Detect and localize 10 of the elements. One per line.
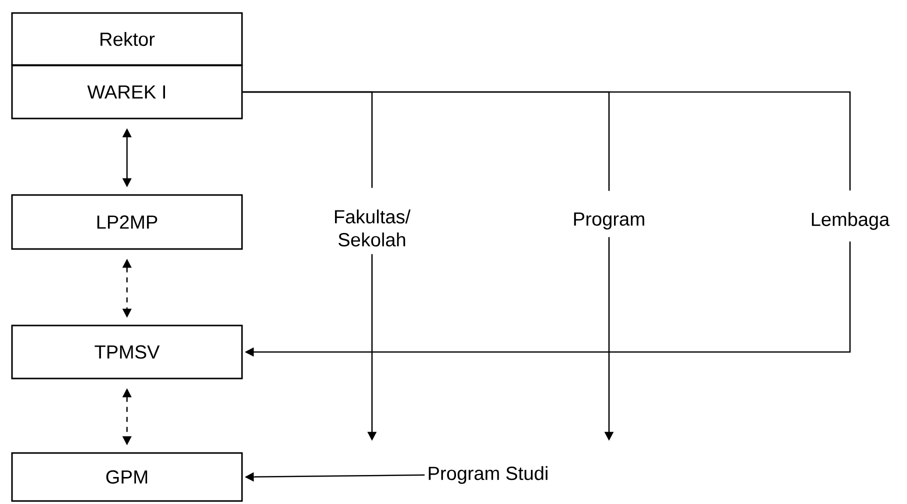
unit-label: Program xyxy=(574,212,644,230)
unit-label: Fakultas/ Sekolah xyxy=(335,210,411,246)
org-box: WAREK I xyxy=(11,64,243,120)
connector-line xyxy=(242,91,851,190)
org-box: TPMSV xyxy=(11,324,243,380)
unit-label: Lembaga xyxy=(812,212,890,230)
org-box: GPM xyxy=(11,452,243,502)
org-box: Rektor xyxy=(11,12,243,66)
unit-label: Program Studi xyxy=(428,466,548,484)
org-box: LP2MP xyxy=(11,194,243,250)
